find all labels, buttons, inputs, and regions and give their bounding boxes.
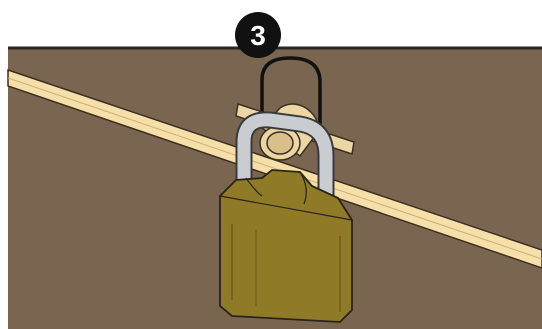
padlock-icon: [219, 169, 353, 323]
cable-loop-icon: [260, 56, 322, 132]
rail-bar: [7, 68, 542, 269]
step-number: 3: [250, 20, 266, 51]
step-badge: 3: [235, 12, 281, 58]
shackle: [235, 111, 335, 220]
